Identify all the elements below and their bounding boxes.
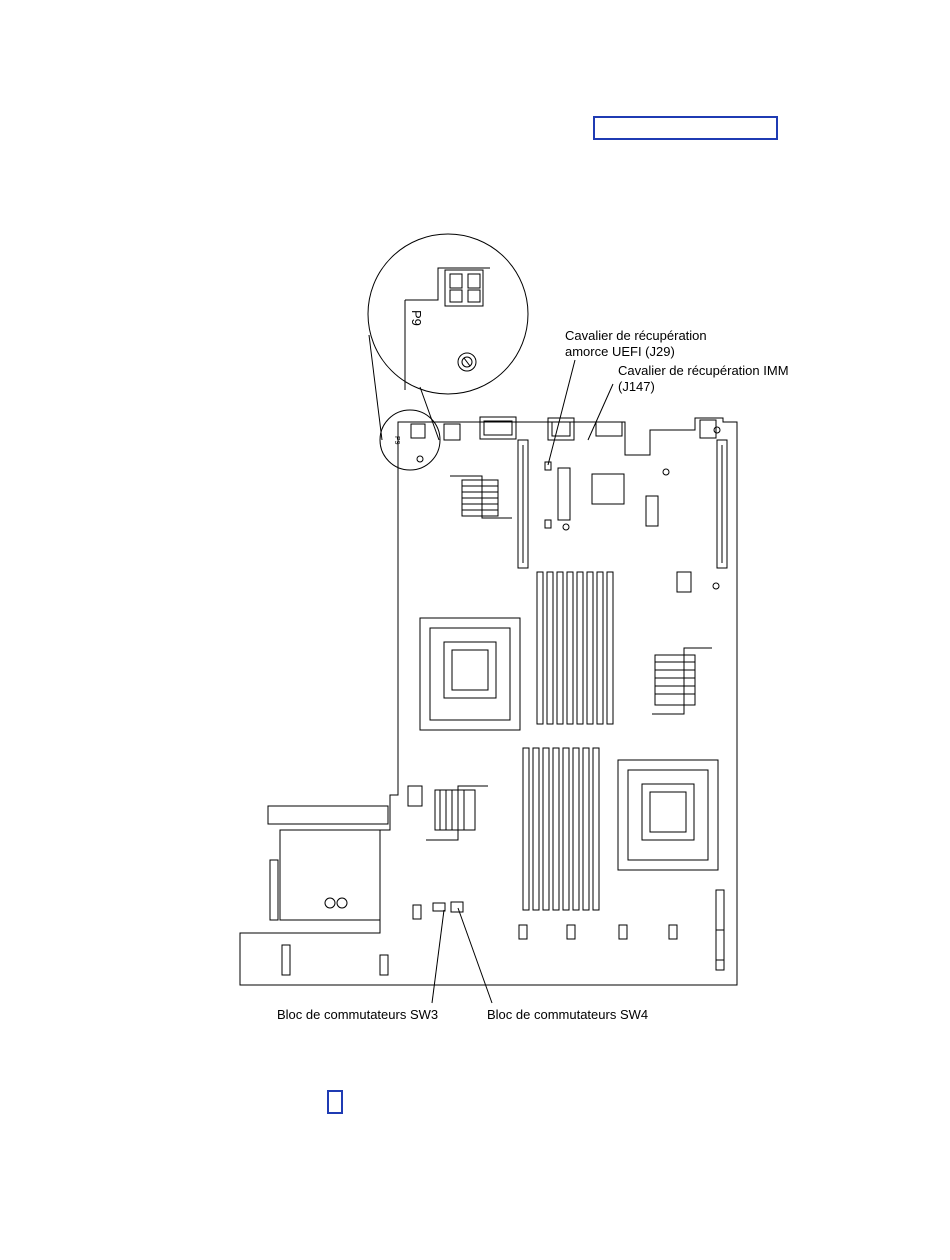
sw3-leader — [432, 910, 444, 1003]
p9-zoom-label: P9 — [409, 310, 424, 326]
cpu1-socket — [420, 618, 520, 730]
p9-zoom-circle: P9 — [368, 234, 528, 440]
sw4-leader — [458, 908, 492, 1003]
sw4-switch-block — [451, 902, 463, 912]
p9-small-circle: P9 — [380, 410, 440, 470]
dimm-bank-upper — [537, 572, 613, 724]
heatsink-right — [652, 648, 712, 714]
power-supply-area — [268, 806, 388, 975]
imm-leader — [588, 384, 613, 440]
cpu2-socket — [618, 760, 718, 870]
heatsink-lower — [426, 786, 488, 840]
heatsink-top — [450, 476, 512, 518]
p9-small-label: P9 — [393, 436, 400, 445]
uefi-leader — [548, 360, 575, 465]
sw3-switch-block — [433, 903, 445, 911]
dimm-bank-lower — [523, 748, 599, 910]
board-outline — [240, 418, 737, 985]
